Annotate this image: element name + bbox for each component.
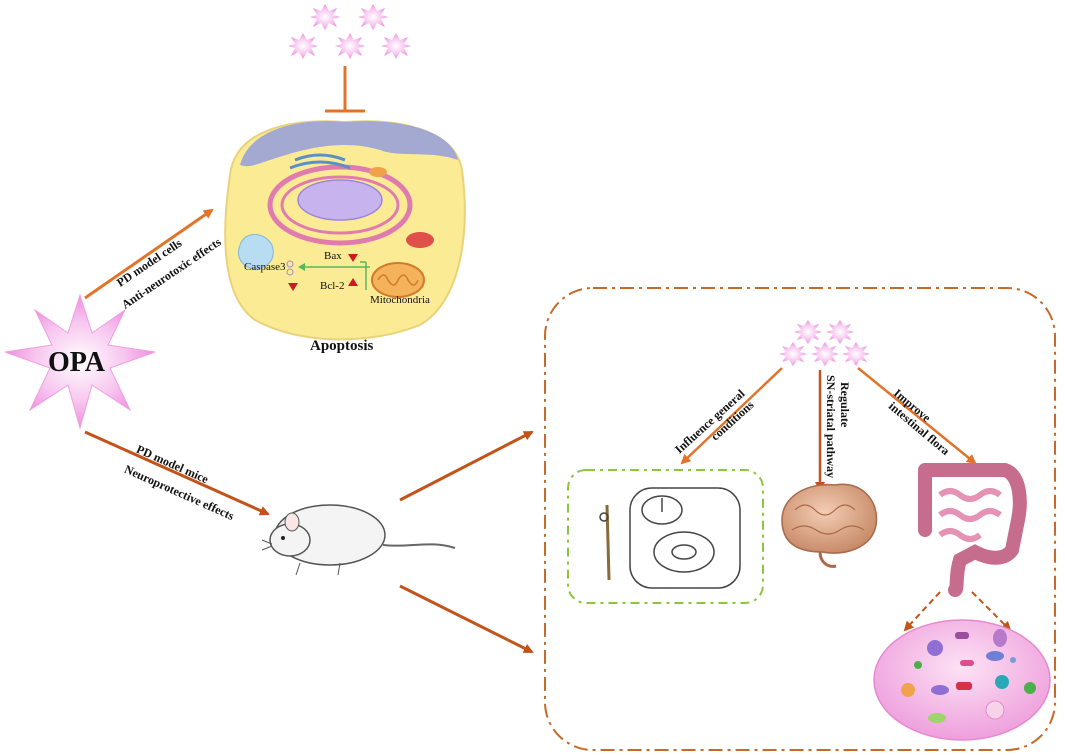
arrow-to-box-upper [399,430,534,502]
pathway-line2-label: SN-striatal pathway [824,375,838,479]
arrow-flora-right [971,591,1012,632]
arrow-to-box-lower [399,584,534,654]
caspase3-label: Caspase3 [244,261,286,273]
brain-illustration [781,483,878,568]
arrow-general [680,367,783,465]
cell-illustration [224,120,466,341]
bcl2-label: Bcl-2 [320,280,345,292]
opa-star-shape [4,293,156,430]
top-stars [288,4,411,59]
apoptosis-title: Apoptosis [310,338,374,354]
arrow-to-cell [84,208,214,300]
behavior-apparatus [599,487,741,589]
intestine-illustration [918,463,1027,597]
opa-label: OPA [48,347,106,378]
pathway-line1-label: Regulate [838,382,852,428]
arrow-to-mouse [84,430,270,516]
bax-label: Bax [324,250,342,262]
general-conditions-box [567,469,764,604]
arrow-flora [857,367,977,465]
mice-effects-box [544,287,1056,751]
mouse-illustration [261,504,456,576]
arrow-flora-left [903,591,941,632]
gut-flora-illustration [873,619,1051,741]
mitochondria-label: Mitochondria [370,294,430,306]
box-stars [779,320,870,366]
